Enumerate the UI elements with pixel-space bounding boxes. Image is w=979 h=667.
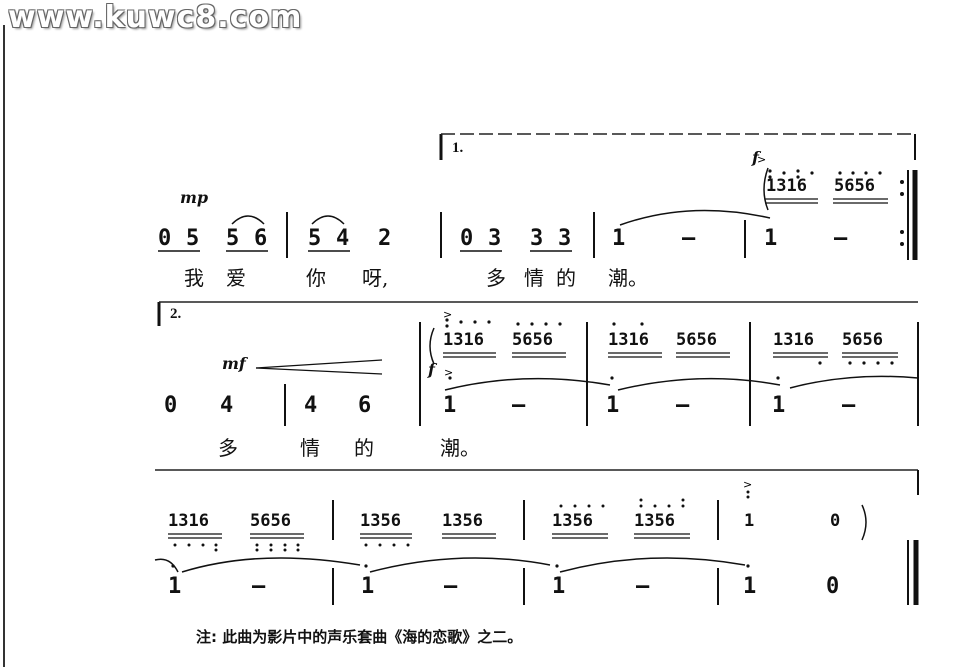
note: 2 [378, 226, 392, 251]
volta-2-label: 2. [170, 306, 182, 322]
note: – [444, 574, 458, 599]
note: 4 [220, 393, 234, 418]
lyric: 潮。 [440, 436, 480, 460]
note: – [252, 574, 266, 599]
upper-group: 5656 [834, 176, 875, 196]
note: 5 [186, 226, 200, 251]
lyric: 你 [306, 266, 326, 290]
note: 3 [488, 226, 502, 251]
note: – [636, 574, 650, 599]
note: 5 [308, 226, 322, 251]
upper-group: 1356 [634, 511, 675, 531]
lyric: 情 [524, 266, 544, 290]
note: – [682, 226, 696, 251]
note: – [842, 393, 856, 418]
note: 1 [743, 574, 757, 599]
note: 6 [358, 393, 372, 418]
dynamic-f-upper: f [752, 148, 759, 167]
note: 1 [606, 393, 620, 418]
volta-1-label: 1. [452, 140, 464, 156]
lyric: 的 [556, 266, 576, 290]
note: 3 [530, 226, 544, 251]
upper-group: 1316 [608, 330, 649, 350]
note: 6 [254, 226, 268, 251]
lyric: 爱 [226, 266, 246, 290]
note: 1 [552, 574, 566, 599]
svg-text:>: > [743, 478, 752, 491]
upper-group: 1316 [168, 511, 209, 531]
upper-group: 1316 [766, 176, 807, 196]
lyric: 呀, [362, 266, 389, 290]
lyric: 的 [354, 436, 374, 460]
note: – [512, 393, 526, 418]
note: 1 [764, 226, 778, 251]
svg-text:>: > [443, 308, 452, 321]
upper-group: 1316 [443, 330, 484, 350]
upper-group: 0 [830, 511, 841, 531]
upper-group: 5656 [676, 330, 717, 350]
dynamic-mf: mf [222, 354, 246, 373]
note: 0 [460, 226, 474, 251]
note: 0 [164, 393, 178, 418]
upper-group: 1356 [360, 511, 401, 531]
upper-group: 1316 [773, 330, 814, 350]
note: 0 [826, 574, 840, 599]
footnote: 注: 此曲为影片中的声乐套曲《海的恋歌》之二。 [196, 628, 523, 646]
dynamic-f-upper: f [428, 360, 435, 379]
note: 1 [443, 393, 457, 418]
note: 3 [558, 226, 572, 251]
lyric: 情 [300, 436, 320, 460]
lyric: 我 [184, 266, 204, 290]
upper-group: 1 [744, 511, 755, 531]
lyric: 多 [486, 266, 506, 290]
lyric: 多 [218, 436, 238, 460]
note: – [834, 226, 848, 251]
upper-group: 5656 [842, 330, 883, 350]
svg-text:>: > [757, 153, 766, 166]
note: 5 [226, 226, 240, 251]
note: 1 [772, 393, 786, 418]
note: 4 [304, 393, 318, 418]
note: 1 [168, 574, 182, 599]
watermark: www.kuwc8.com [8, 0, 303, 35]
dynamic-mp: mp [180, 188, 209, 207]
note: 1 [361, 574, 375, 599]
note: 1 [612, 226, 626, 251]
note: – [676, 393, 690, 418]
note: 0 [158, 226, 172, 251]
note: 4 [336, 226, 350, 251]
upper-group: 5656 [512, 330, 553, 350]
lyric: 潮。 [608, 266, 648, 290]
upper-group: 1356 [552, 511, 593, 531]
svg-text:>: > [444, 366, 453, 379]
upper-group: 5656 [250, 511, 291, 531]
upper-group: 1356 [442, 511, 483, 531]
